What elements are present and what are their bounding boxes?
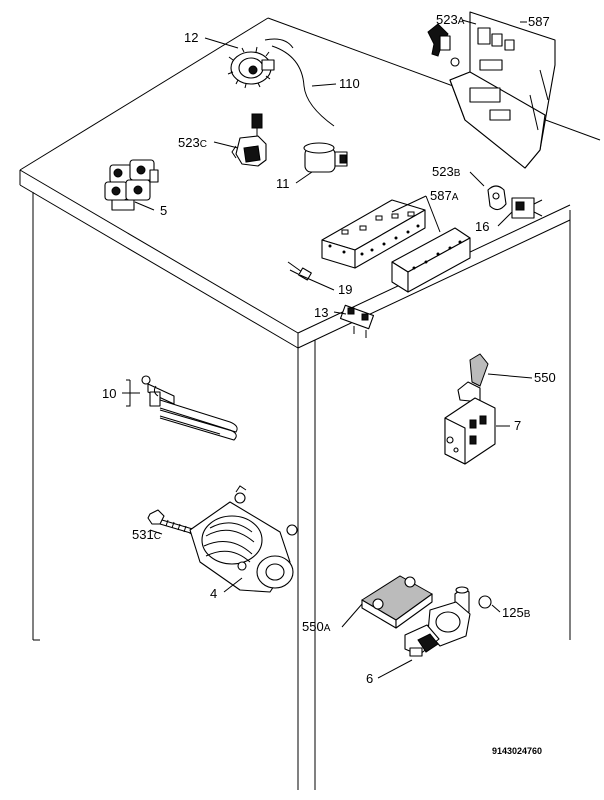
label-125b: 125B <box>502 605 531 620</box>
bracket-part-523b <box>487 185 507 211</box>
heating-element-part <box>141 375 238 441</box>
part-labels: 12 110 523A 587 523C 11 523B 5 587A 16 1… <box>102 12 556 756</box>
label-7: 7 <box>514 418 521 433</box>
drain-pump-part <box>404 586 492 657</box>
label-10: 10 <box>102 386 116 401</box>
label-13: 13 <box>314 305 328 320</box>
label-110: 110 <box>339 76 360 91</box>
motor-part <box>189 485 298 593</box>
leader-lines <box>122 19 533 679</box>
inlet-valve-part <box>104 159 159 211</box>
label-587: 587 <box>528 14 550 29</box>
label-16: 16 <box>475 219 489 234</box>
label-12: 12 <box>184 30 198 45</box>
pad-part <box>361 575 433 629</box>
reference-code: 9143024760 <box>492 746 542 756</box>
label-523c: 523C <box>178 135 207 150</box>
selector-boards-part <box>321 199 471 293</box>
label-523b: 523B <box>432 164 461 179</box>
label-531c: 531C <box>132 527 161 542</box>
label-523a: 523A <box>436 12 465 27</box>
label-550: 550 <box>534 370 556 385</box>
control-board-part <box>427 11 556 169</box>
label-11: 11 <box>276 176 290 191</box>
switch-part-523c <box>231 113 267 167</box>
label-4: 4 <box>210 586 217 601</box>
door-lock-part <box>444 353 496 465</box>
probe-part <box>287 261 312 281</box>
label-5: 5 <box>160 203 167 218</box>
label-550a: 550A <box>302 619 331 634</box>
connector-part <box>339 304 375 338</box>
label-587a: 587A <box>430 188 459 203</box>
pressure-switch-part <box>227 38 335 127</box>
label-19: 19 <box>338 282 352 297</box>
filter-part <box>511 197 543 219</box>
capacitor-part <box>303 142 348 173</box>
bolt-part <box>147 509 197 535</box>
label-6: 6 <box>366 671 373 686</box>
